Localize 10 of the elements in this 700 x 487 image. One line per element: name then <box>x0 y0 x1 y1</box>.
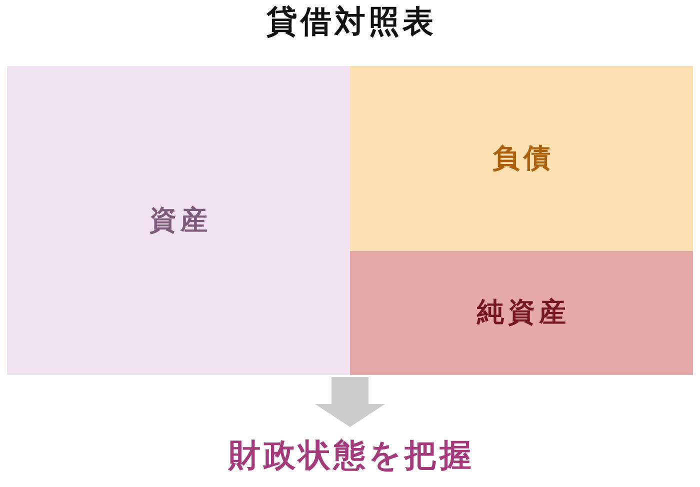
down-arrow <box>315 377 385 427</box>
assets-block <box>7 66 350 375</box>
balance-sheet <box>7 4 693 375</box>
block-label: 純資産 <box>476 297 570 329</box>
sheet-title: 貸借対照表 <box>266 5 436 41</box>
liabilities-block <box>350 66 693 251</box>
block-label: 負債 <box>492 142 554 174</box>
net-assets-block <box>350 251 693 375</box>
block-label: 資産 <box>148 204 212 236</box>
result-text: 財政状態を把握 <box>180 428 520 482</box>
